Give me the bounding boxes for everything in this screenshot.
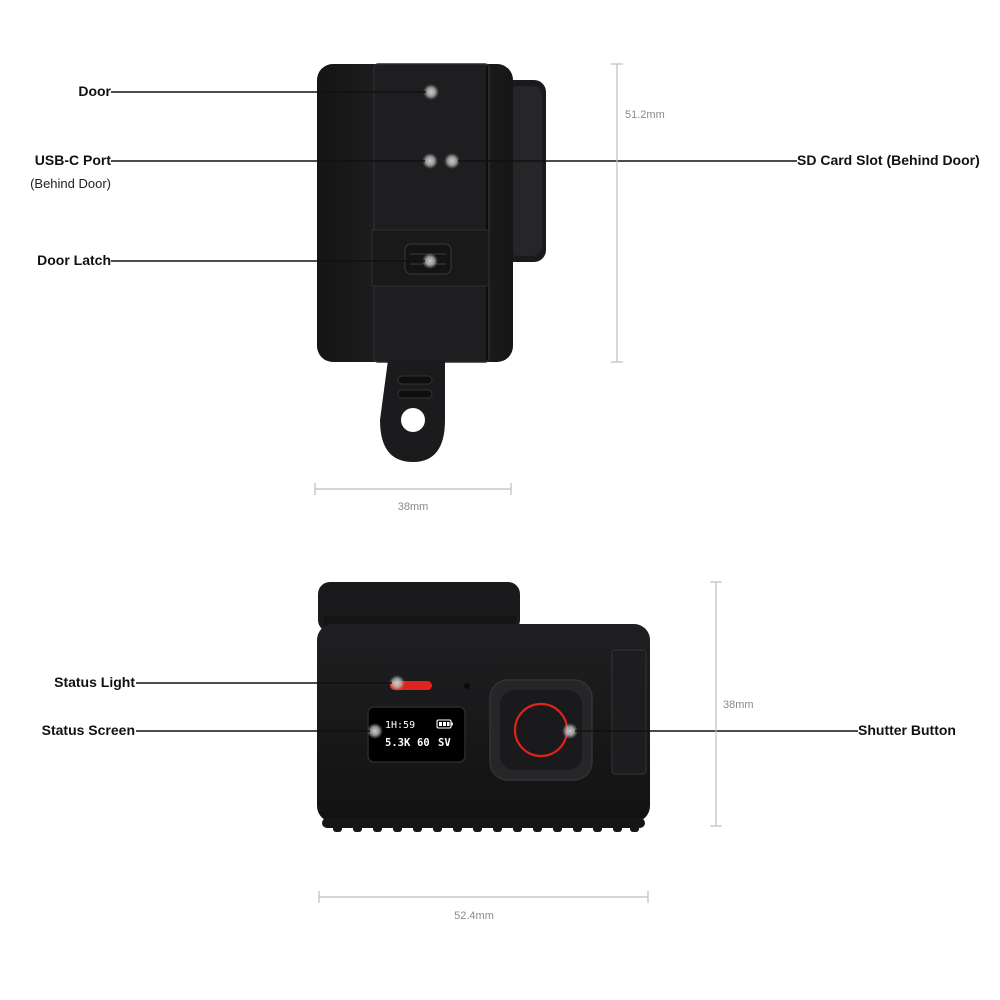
side-door-edge [611, 649, 647, 775]
battery-icon [436, 719, 453, 729]
top-view-width-dimension [314, 483, 512, 495]
label-status-screen: Status Screen [42, 722, 135, 738]
top-view-camera [317, 63, 546, 462]
bottom-view-camera: 1H:59 5.3K 60 SV [317, 582, 650, 832]
label-door-latch: Door Latch [37, 252, 111, 268]
door-marker-dot [423, 84, 439, 100]
dimension-top-height: 51.2mm [625, 109, 665, 121]
door-latch-marker-dot [422, 253, 438, 269]
screen-fps: 60 [417, 737, 430, 749]
bottom-view-width-dimension [318, 891, 649, 903]
door-panel [373, 63, 490, 363]
screen-resolution: 5.3K [385, 737, 411, 749]
usb-c-marker-dot [422, 153, 438, 169]
label-shutter-button: Shutter Button [858, 722, 956, 738]
screen-mode: SV [438, 737, 451, 749]
status-light-marker-dot [389, 675, 405, 691]
dimension-bottom-width: 52.4mm [454, 910, 494, 922]
top-view-height-dimension [611, 63, 623, 363]
label-usb-c-port-note: (Behind Door) [30, 176, 111, 191]
shutter-button-marker-dot [562, 723, 578, 739]
label-usb-c-port: USB-C Port [35, 152, 112, 168]
dimension-bottom-height: 38mm [723, 699, 754, 711]
status-screen-marker-dot [367, 723, 383, 739]
sd-card-marker-dot [444, 153, 460, 169]
grip-ridges [322, 818, 645, 832]
status-screen-display [367, 706, 466, 763]
microphone-hole [464, 683, 470, 689]
top-view-callouts [111, 91, 797, 262]
label-sd-card-slot: SD Card Slot (Behind Door) [797, 152, 980, 168]
bottom-view-height-dimension [710, 581, 722, 827]
label-door: Door [78, 83, 111, 99]
mounting-foot [380, 360, 445, 462]
label-status-light: Status Light [54, 674, 135, 690]
screen-time: 1H:59 [385, 720, 415, 731]
dimension-top-width: 38mm [398, 501, 429, 513]
camera-body-front [317, 624, 650, 822]
